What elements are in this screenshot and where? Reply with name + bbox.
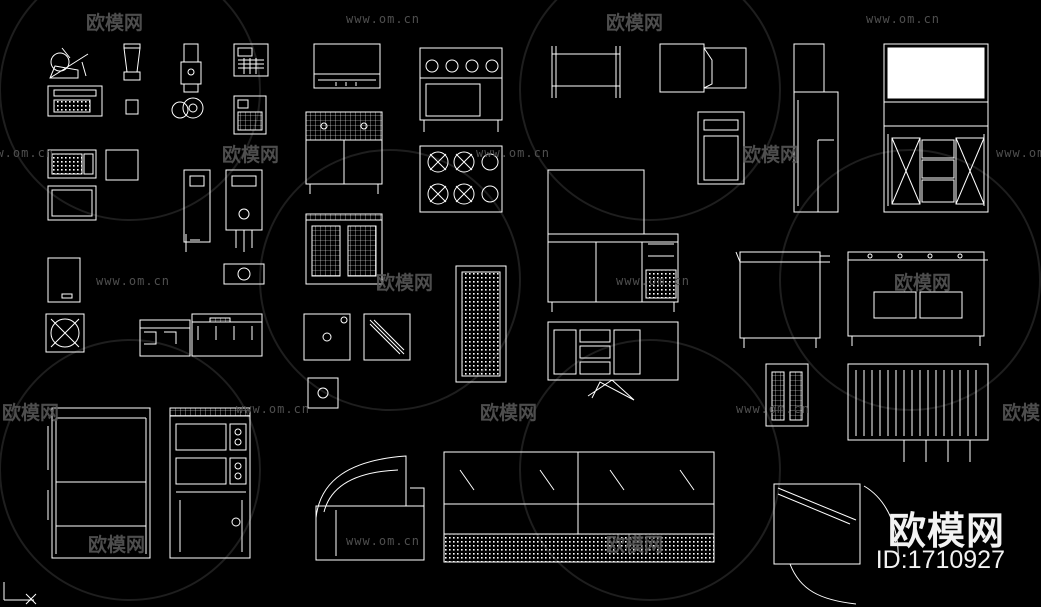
deep-fryer-symbol (305, 213, 383, 285)
microwave-symbol (47, 149, 139, 221)
watermark-brand: 欧模网 (222, 144, 280, 166)
curved-display-case-symbol (315, 455, 425, 561)
grill-rack-symbol (455, 265, 507, 383)
steamer-tray-symbol (47, 85, 103, 117)
dishwasher-symbol (697, 111, 745, 185)
watermark-brand: 欧模网 (742, 144, 800, 166)
wall-cabinet-symbol (659, 43, 747, 93)
watermark-url: www.om.cn (476, 146, 551, 160)
meat-slicer-symbol (49, 47, 89, 79)
sink-symbol (303, 313, 411, 409)
watermark-url: www.om.cn (346, 12, 421, 26)
watermark-url: www.om.cn (996, 146, 1041, 160)
watermark-brand: 欧模网 (88, 534, 146, 556)
cash-register-symbol (233, 43, 269, 135)
watermark-brand: 欧模网 (376, 272, 434, 294)
heated-cabinet-symbol (847, 251, 988, 346)
corner-brand-id: ID:1710927 (875, 546, 1005, 574)
prep-table-plan-symbol (547, 321, 679, 401)
fryer-cabinet-symbol (305, 111, 383, 194)
corner-brand-logo: 欧模网 (887, 509, 1005, 553)
water-heater-symbol (183, 169, 265, 285)
stacked-oven-symbol (169, 407, 251, 559)
fry-basket-symbol (765, 363, 809, 427)
tall-cabinet-symbol (793, 43, 839, 213)
watermark-url: www.om.cn (96, 274, 171, 288)
warming-cabinet-symbol (47, 407, 151, 559)
ice-machine-symbol (45, 257, 85, 353)
grill-grate-symbol (847, 363, 989, 462)
watermark-brand: 欧模网 (86, 12, 144, 34)
watermark-url: www.om.cn (236, 402, 311, 416)
watermark-brand: 欧模网 (606, 12, 664, 34)
watermark-brand: 欧模网 (2, 402, 60, 424)
griddle-table-symbol (735, 251, 830, 348)
watermark-brand: 欧模网 (606, 534, 664, 556)
watermark-brand: 欧模网 (1002, 402, 1041, 424)
watermark-url: www.om.cn (616, 274, 691, 288)
four-burner-range-symbol (419, 47, 503, 132)
display-counter-symbol (883, 43, 989, 213)
watermark-brand: 欧模网 (480, 402, 538, 424)
watermark-url: www.om.cn (866, 12, 941, 26)
gas-cooktop-plan-symbol (419, 145, 503, 213)
ucs-axis-icon (3, 582, 37, 605)
watermark-url: www.om.cn (346, 534, 421, 548)
watermark-brand: 欧模网 (894, 272, 952, 294)
shelf-rack-symbol (551, 46, 621, 98)
workbench-cabinet-symbol (547, 169, 679, 312)
watermark-url: www.om.cn (736, 402, 811, 416)
watermark-url: www.om.cn (0, 146, 55, 160)
corner-display-case-symbol (773, 483, 899, 605)
range-hood-symbol (313, 43, 381, 89)
blender-symbol (123, 43, 141, 115)
grinder-symbol (171, 43, 204, 119)
coffee-machine-symbol (139, 313, 263, 357)
long-display-case-symbol (443, 451, 715, 563)
